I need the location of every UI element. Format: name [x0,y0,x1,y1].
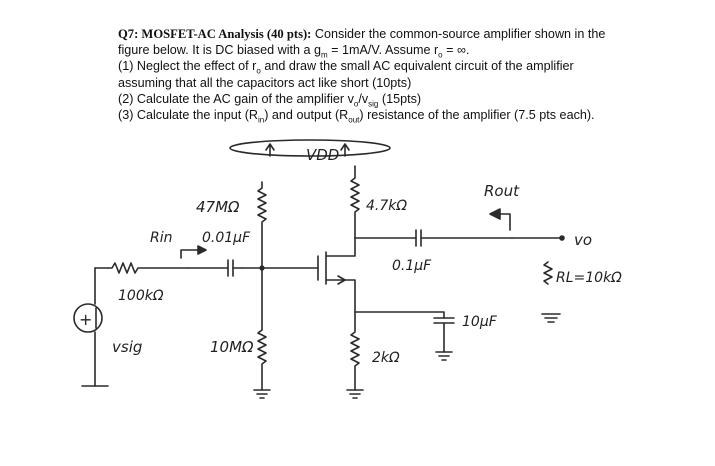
bypass-capacitor: 10μF [354,311,498,361]
question-part-1-cont: assuming that all the capacitors act lik… [118,75,678,91]
load-ground [541,313,561,323]
r-drain-label: 4.7kΩ [366,198,407,214]
rout-label: Rout [484,182,520,200]
source-resistor: 2kΩ [346,311,400,399]
mosfet [317,237,356,313]
gate-node [241,265,319,271]
c-out-label: 0.1μF [392,258,432,274]
part2-text: (2) Calculate the AC gain of the amplifi… [118,91,354,106]
c-in-label: 0.01μF [202,230,251,246]
question-part-3: (3) Calculate the input (Rin) and output… [118,107,678,125]
part2-text-2: /v [358,91,369,106]
c-source-label: 10μF [462,314,498,330]
vdd-rail: VDD [229,139,391,164]
gate-bottom-resistor: 10MΩ [210,267,271,399]
rl-label: RL=10kΩ [556,270,622,286]
question-line-2: figure below. It is DC biased with a gm … [118,42,678,60]
part3-sub-in: in [258,115,265,125]
signal-resistor: 100kΩ [107,262,189,304]
gate-top-resistor: 47MΩ [196,181,267,269]
signal-source: + vsig [73,267,142,387]
question-line-1: Q7: MOSFET-AC Analysis (40 pts): Conside… [118,26,678,42]
part2-sub-sig: sig [368,99,379,109]
question-part-2: (2) Calculate the AC gain of the amplifi… [118,91,678,109]
vo-label: vo [574,231,592,249]
question-intro: Consider the common-source amplifier sho… [314,27,606,41]
r-top-left-label: 47MΩ [196,198,240,216]
intro-text-3: = ∞. [442,43,470,58]
part1-text: (1) Neglect the effect of r [118,59,257,74]
output-capacitor: 0.1μF [354,229,513,274]
vdd-label: VDD [306,146,339,164]
rin-label: Rin [150,230,173,246]
rout-arrow: Rout [484,182,520,231]
part3-text-2: ) and output (R [264,108,349,123]
part2-sub-o: o [353,99,359,109]
part1-text-3: assuming that all the capacitors act lik… [118,75,412,90]
part3-text-3: ) resistance of the amplifier (7.5 pts e… [359,108,595,123]
r-sig-label: 100kΩ [118,288,164,304]
intro-text: figure below. It is DC biased with a g [118,43,322,58]
source-plus: + [79,310,92,329]
r-bottom-left-label: 10MΩ [210,338,254,356]
v-sig-label: vsig [112,338,142,356]
question-title: Q7: MOSFET-AC Analysis (40 pts): [118,27,312,41]
rin-arrow: Rin [150,230,207,259]
ro-subscript: o [438,50,443,60]
gm-subscript: m [321,50,328,60]
part3-sub-out: out [348,115,360,125]
part1-text-2: and draw the small AC equivalent circuit… [260,59,574,74]
intro-text-2: = 1mA/V. Assume r [327,43,439,58]
part2-text-3: (15pts) [378,91,422,106]
input-capacitor: 0.01μF [187,230,251,277]
question-part-1: (1) Neglect the effect of ro and draw th… [118,58,678,76]
part1-subscript: o [256,66,261,76]
r-source-label: 2kΩ [372,350,400,366]
output-node: vo [511,231,592,249]
drain-resistor: 4.7kΩ [350,165,407,239]
question-text: Q7: MOSFET-AC Analysis (40 pts): Conside… [118,26,678,125]
load-resistor: RL=10kΩ [543,261,622,286]
part3-text: (3) Calculate the input (R [118,108,258,123]
